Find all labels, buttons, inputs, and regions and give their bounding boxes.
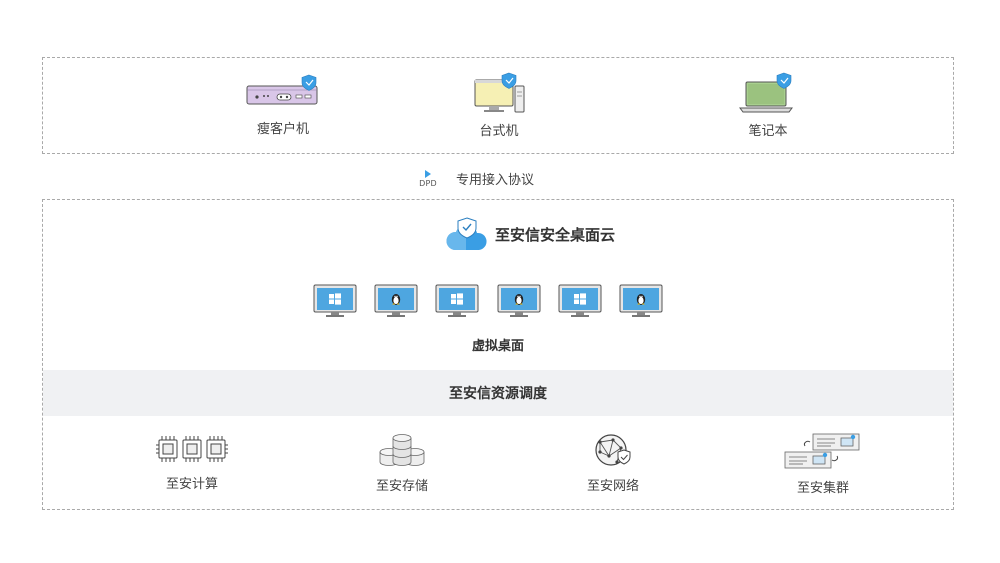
device-thin-client: 瘦客户机 bbox=[223, 72, 343, 137]
windows-icon bbox=[313, 284, 357, 317]
desktop-icon bbox=[474, 72, 525, 113]
virtual-desktop-monitor bbox=[497, 284, 541, 318]
dpd-badge: DPD bbox=[414, 164, 442, 192]
device-label: 台式机 bbox=[479, 124, 519, 139]
virtual-desktop-monitor bbox=[313, 284, 357, 318]
device-label: 笔记本 bbox=[748, 124, 788, 139]
device-label: 瘦客户机 bbox=[256, 122, 309, 137]
compute-chip-icon bbox=[156, 436, 228, 462]
scheduler-label: 至安信资源调度 bbox=[449, 386, 547, 402]
linux-icon bbox=[497, 284, 541, 317]
play-icon bbox=[425, 169, 431, 178]
access-protocol: DPD 专用接入协议 bbox=[414, 164, 534, 192]
cloud-title-text: 至安信安全桌面云 bbox=[495, 225, 616, 244]
storage-icon bbox=[379, 434, 425, 466]
virtual-desktop-monitor bbox=[619, 284, 663, 318]
virtual-desktop-monitor bbox=[374, 284, 418, 318]
cloud-shield-icon bbox=[446, 217, 487, 250]
resource-label: 至安存储 bbox=[375, 479, 428, 494]
resource-label: 至安集群 bbox=[796, 481, 849, 496]
resource-network: 至安网络 bbox=[553, 432, 673, 494]
resource-cluster: 至安集群 bbox=[763, 432, 883, 496]
virtual-desktop-monitor bbox=[558, 284, 602, 318]
device-laptop: 笔记本 bbox=[708, 72, 828, 139]
device-desktop: 台式机 bbox=[439, 72, 559, 139]
endpoint-devices-panel: 瘦客户机 台式机 笔记本 bbox=[42, 57, 954, 154]
thin-client-icon bbox=[246, 74, 318, 105]
linux-icon bbox=[374, 284, 418, 317]
virtual-desktop-label: 虚拟桌面 bbox=[471, 339, 524, 354]
dpd-badge-text: DPD bbox=[419, 178, 437, 188]
resource-compute: 至安计算 bbox=[132, 432, 252, 492]
resource-label: 至安网络 bbox=[586, 479, 639, 494]
resource-storage: 至安存储 bbox=[342, 432, 462, 494]
desktop-cloud-panel: 至安信安全桌面云 虚拟桌面 至安信资源调度 至安计算 bbox=[42, 199, 954, 510]
virtual-desktop-list bbox=[313, 284, 663, 318]
resource-label: 至安计算 bbox=[165, 477, 218, 492]
resource-scheduler-band: 至安信资源调度 bbox=[43, 370, 953, 416]
cluster-icon bbox=[784, 433, 860, 469]
windows-icon bbox=[435, 284, 479, 317]
laptop-icon bbox=[739, 72, 793, 113]
windows-icon bbox=[558, 284, 602, 317]
linux-icon bbox=[619, 284, 663, 317]
protocol-label: 专用接入协议 bbox=[456, 172, 535, 188]
network-icon bbox=[595, 434, 631, 466]
cloud-title: 至安信安全桌面云 bbox=[445, 216, 615, 252]
virtual-desktop-monitor bbox=[435, 284, 479, 318]
